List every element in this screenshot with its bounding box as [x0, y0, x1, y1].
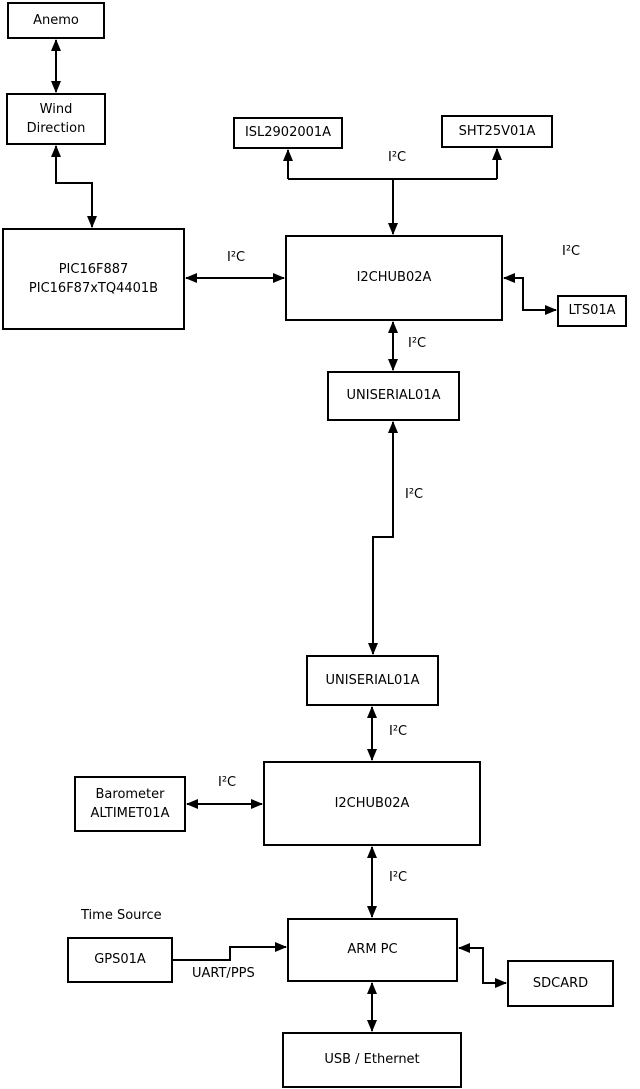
edge-uniserial1-uniserial2 [368, 421, 398, 655]
label-i2c-uniserial2-hub2: I²C [389, 724, 408, 739]
node-i2chub02a-1: I2CHUB02A [285, 235, 503, 321]
node-sht25v01a: SHT25V01A [441, 115, 553, 148]
label-i2c-uniserial-link: I²C [405, 487, 424, 502]
label-i2c-barometer-hub2: I²C [218, 775, 237, 790]
edge-hub1-lts [503, 273, 557, 315]
label-i2c-hub1-sensors: I²C [388, 150, 407, 165]
edge-winddirection-pic [51, 145, 97, 228]
node-usb-ethernet: USB / Ethernet [282, 1032, 462, 1088]
node-wind-direction: Wind Direction [6, 93, 106, 145]
label-time-source: Time Source [81, 908, 162, 923]
node-i2chub02a-2: I2CHUB02A [263, 761, 481, 846]
node-uniserial01a-2: UNISERIAL01A [306, 655, 439, 706]
node-uniserial01a-1: UNISERIAL01A [327, 371, 460, 421]
node-barometer: Barometer ALTIMET01A [74, 776, 186, 832]
label-i2c-hub1-lts: I²C [562, 244, 581, 259]
node-anemo: Anemo [7, 2, 105, 39]
edge-armpc-sdcard [458, 943, 507, 988]
edge-gps-armpc [173, 942, 287, 961]
node-pic16f887: PIC16F887 PIC16F87xTQ4401B [2, 228, 185, 330]
label-i2c-hub2-armpc: I²C [389, 870, 408, 885]
label-i2c-hub1-uniserial1: I²C [408, 336, 427, 351]
label-i2c-pic-hub1: I²C [227, 250, 246, 265]
node-isl2902001a: ISL2902001A [233, 117, 343, 149]
node-arm-pc: ARM PC [287, 918, 458, 982]
label-uart-pps: UART/PPS [192, 966, 255, 981]
node-sdcard: SDCARD [507, 960, 614, 1007]
node-lts01a: LTS01A [557, 295, 627, 327]
node-gps01a: GPS01A [67, 937, 173, 983]
